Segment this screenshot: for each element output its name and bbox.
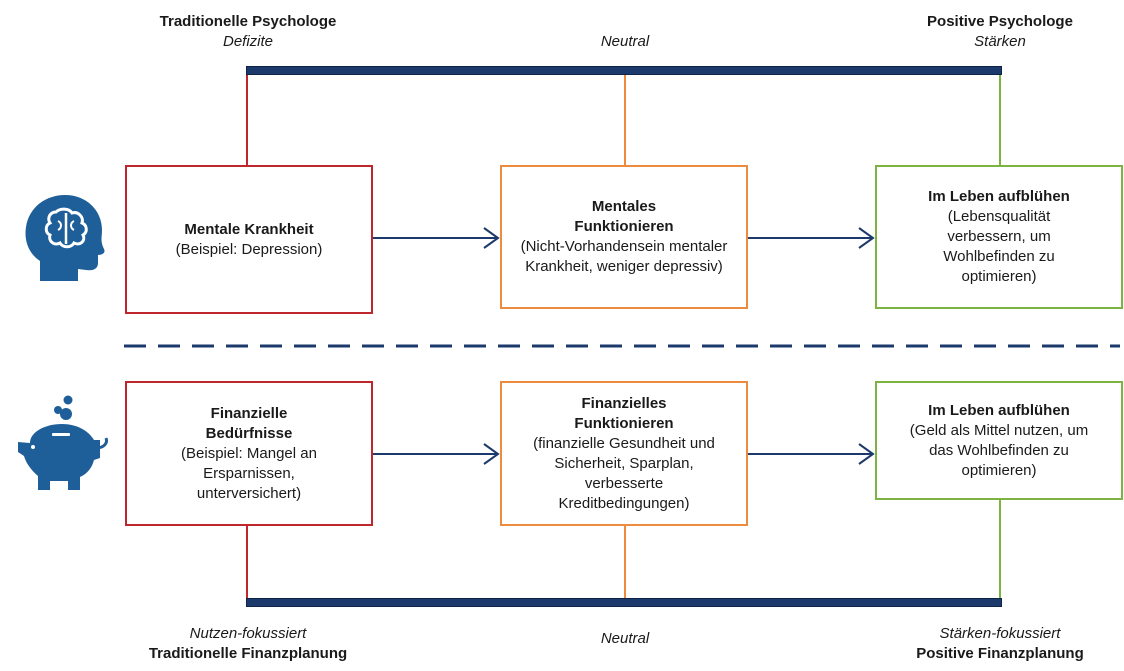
top-connector-right xyxy=(999,75,1001,165)
brain-head-icon xyxy=(25,195,105,281)
financial-needs-title: Finanzielle Bedürfnisse xyxy=(205,404,293,442)
top-middle-subtitle: Neutral xyxy=(600,33,650,50)
arrow-financial-1 xyxy=(373,443,500,465)
top-right-header: Positive Psychologe Stärken xyxy=(880,12,1120,52)
top-right-title: Positive Psychologe xyxy=(927,13,1073,30)
financial-flourishing-box: Im Leben aufblühen (Geld als Mittel nutz… xyxy=(875,381,1123,500)
arrow-financial-2 xyxy=(748,443,875,465)
top-connector-left xyxy=(246,75,248,165)
bottom-scale-bar xyxy=(246,598,1002,607)
top-right-subtitle: Stärken xyxy=(974,33,1026,50)
bottom-connector-middle xyxy=(624,526,626,600)
financial-needs-text: (Beispiel: Mangel an Ersparnissen, unter… xyxy=(181,444,317,502)
top-scale-bar xyxy=(246,66,1002,75)
bottom-middle-subtitle: Neutral xyxy=(600,630,650,647)
mental-illness-box: Mentale Krankheit (Beispiel: Depression) xyxy=(125,165,373,314)
top-left-title: Traditionelle Psychologe xyxy=(159,13,337,30)
financial-functioning-title: Finanzielles Funktionieren xyxy=(574,394,674,432)
bottom-connector-left xyxy=(246,526,248,600)
mental-illness-title: Mentale Krankheit xyxy=(184,220,314,238)
financial-flourishing-title: Im Leben aufblühen xyxy=(928,401,1070,419)
mental-flourishing-box: Im Leben aufblühen (Lebensqualität verbe… xyxy=(875,165,1123,309)
mental-functioning-box: Mentales Funktionieren (Nicht-Vorhandens… xyxy=(500,165,748,309)
financial-flourishing-text: (Geld als Mittel nutzen, um das Wohlbefi… xyxy=(909,421,1089,479)
financial-needs-box: Finanzielle Bedürfnisse (Beispiel: Mange… xyxy=(125,381,373,526)
mental-flourishing-text: (Lebensqualität verbessern, um Wohlbefin… xyxy=(943,208,1055,285)
bottom-right-header: Stärken-fokussiert Positive Finanzplanun… xyxy=(880,624,1120,664)
bottom-connector-right xyxy=(999,500,1001,600)
top-left-header: Traditionelle Psychologe Defizite xyxy=(128,12,368,52)
mental-functioning-title: Mentales Funktionieren xyxy=(574,198,674,235)
mental-flourishing-title: Im Leben aufblühen xyxy=(928,188,1070,205)
bottom-left-title: Traditionelle Finanzplanung xyxy=(148,645,348,662)
bottom-right-title: Positive Finanzplanung xyxy=(916,645,1084,662)
mental-illness-text: (Beispiel: Depression) xyxy=(175,240,323,258)
arrow-mental-1 xyxy=(373,227,500,249)
financial-functioning-box: Finanzielles Funktionieren (finanzielle … xyxy=(500,381,748,526)
top-left-subtitle: Defizite xyxy=(222,33,274,50)
arrow-mental-2 xyxy=(748,227,875,249)
mental-functioning-text: (Nicht-Vorhandensein mentaler Krankheit,… xyxy=(520,238,728,275)
top-connector-middle xyxy=(624,75,626,165)
bottom-left-header: Nutzen-fokussiert Traditionelle Finanzpl… xyxy=(128,624,368,664)
top-middle-header: Neutral xyxy=(525,32,725,52)
bottom-middle-header: Neutral xyxy=(525,629,725,649)
financial-functioning-text: (finanzielle Gesundheit und Sicherheit, … xyxy=(533,434,715,512)
bottom-left-subtitle: Nutzen-fokussiert xyxy=(189,625,307,642)
piggy-bank-icon xyxy=(18,395,108,490)
bottom-right-subtitle: Stärken-fokussiert xyxy=(939,625,1061,642)
